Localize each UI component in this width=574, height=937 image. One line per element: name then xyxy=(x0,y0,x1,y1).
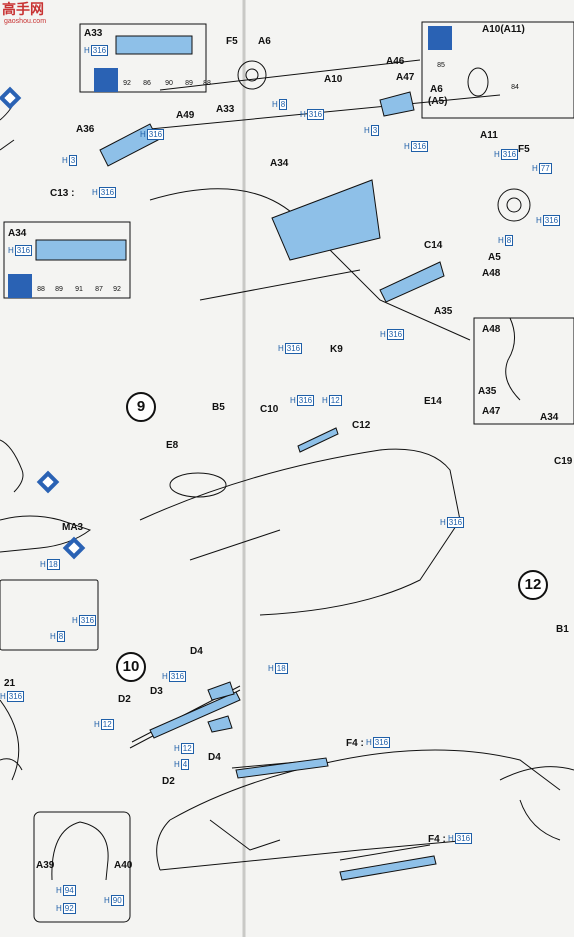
decal-number: 91 xyxy=(75,286,83,293)
part-label: C14 xyxy=(424,240,443,251)
star-decal-icon xyxy=(94,68,118,92)
watermark-logo: 高手网 xyxy=(2,1,44,17)
part-label: A5 xyxy=(488,252,501,263)
decal-number: 88 xyxy=(37,286,45,293)
part-label: C13 : xyxy=(50,188,75,199)
part-label: C10 xyxy=(260,404,279,415)
part-label: A49 xyxy=(176,110,195,121)
part-label: A40 xyxy=(114,860,133,871)
part-label: A35 xyxy=(478,386,497,397)
decal-number: 92 xyxy=(123,80,131,87)
part-label: (A5) xyxy=(428,96,448,107)
decal-number: 88 xyxy=(203,80,211,87)
decal-number: 89 xyxy=(185,80,193,87)
part-label: D2 xyxy=(162,776,175,787)
part-label: A34 xyxy=(540,412,559,423)
part-label: D2 xyxy=(118,694,131,705)
part-label: F4 : xyxy=(346,738,364,749)
part-label: F5 xyxy=(518,144,530,155)
part-label: A6 xyxy=(258,36,271,47)
part-label: D4 xyxy=(208,752,221,763)
part-label: A34 xyxy=(8,228,27,239)
decal-number: 84 xyxy=(511,84,519,91)
decal-number: 87 xyxy=(95,286,103,293)
part-label: A33 xyxy=(216,104,235,115)
part-label: A39 xyxy=(36,860,55,871)
decal-number: 85 xyxy=(437,62,445,69)
part-label: A10 xyxy=(324,74,343,85)
part-label: E14 xyxy=(424,396,442,407)
part-label: D3 xyxy=(150,686,163,697)
decal-number: 90 xyxy=(165,80,173,87)
part-label: B5 xyxy=(212,402,225,413)
step-number-10: 10 xyxy=(116,652,146,682)
decal-number: 86 xyxy=(143,80,151,87)
part-label: A47 xyxy=(482,406,501,417)
decal-number: 92 xyxy=(113,286,121,293)
step-number-12: 12 xyxy=(518,570,548,600)
star-decal-icon xyxy=(8,274,32,298)
part-label: E8 xyxy=(166,440,179,451)
part-label: A48 xyxy=(482,324,501,335)
part-label: D4 xyxy=(190,646,203,657)
decal-number: 89 xyxy=(55,286,63,293)
part-label: A10(A11) xyxy=(482,24,525,35)
star-decal-icon xyxy=(428,26,452,50)
part-label: A6 xyxy=(430,84,443,95)
part-label: 21 xyxy=(4,678,16,689)
step-number-9: 9 xyxy=(126,392,156,422)
part-label: A11 xyxy=(480,130,498,141)
part-label: A46 xyxy=(386,56,405,67)
watermark-url: gaoshou.com xyxy=(4,18,47,25)
part-label: A36 xyxy=(76,124,95,135)
part-label: C19 xyxy=(554,456,573,467)
part-label: A34 xyxy=(270,158,289,169)
part-label: A35 xyxy=(434,306,453,317)
part-label: F5 xyxy=(226,36,238,47)
part-label: F4 : xyxy=(428,834,446,845)
part-label: A33 xyxy=(84,28,103,39)
part-label: A48 xyxy=(482,268,501,279)
part-label: A47 xyxy=(396,72,415,83)
part-label: C12 xyxy=(352,420,371,431)
part-label: B1 xyxy=(556,624,569,635)
part-label: MA3 xyxy=(62,522,84,533)
part-label: K9 xyxy=(330,344,343,355)
